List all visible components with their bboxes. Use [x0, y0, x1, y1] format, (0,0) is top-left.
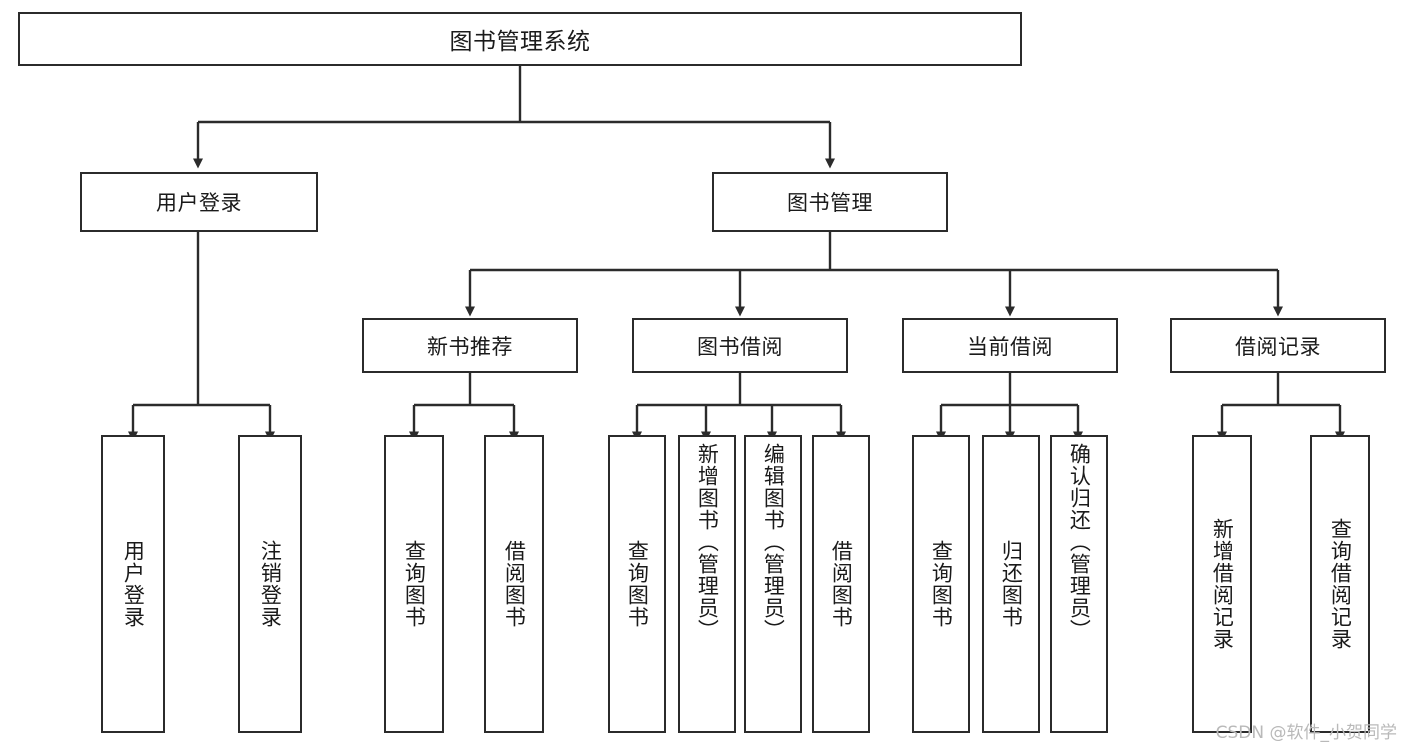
node-book-management[interactable]: 图书管理 [712, 172, 948, 232]
leaf-query-book-borrow[interactable]: 查询图书 [608, 435, 666, 733]
node-label: 图书管理系统 [449, 29, 591, 55]
node-label: 新增借阅记录 [1210, 518, 1235, 650]
node-label: 查询图书 [625, 540, 650, 628]
node-label: 注销登录 [258, 540, 283, 628]
leaf-borrow-book[interactable]: 借阅图书 [812, 435, 870, 733]
leaf-logout[interactable]: 注销登录 [238, 435, 302, 733]
node-current-borrowing[interactable]: 当前借阅 [902, 318, 1118, 373]
leaf-add-book-admin[interactable]: 新增图书（管理员） [678, 435, 736, 733]
leaf-add-borrow-record[interactable]: 新增借阅记录 [1192, 435, 1252, 733]
node-label: 归还图书 [999, 540, 1024, 628]
leaf-query-book-current[interactable]: 查询图书 [912, 435, 970, 733]
node-label: 新增图书（管理员） [695, 443, 720, 641]
node-label: 借阅记录 [1235, 334, 1321, 359]
leaf-user-login[interactable]: 用户登录 [101, 435, 165, 733]
node-user-login[interactable]: 用户登录 [80, 172, 318, 232]
node-label: 用户登录 [156, 191, 242, 215]
leaf-query-book-recommend[interactable]: 查询图书 [384, 435, 444, 733]
node-new-book-recommendation[interactable]: 新书推荐 [362, 318, 578, 373]
node-label: 用户登录 [121, 540, 146, 628]
csdn-watermark: CSDN @软件_小贺同学 [1215, 723, 1397, 743]
node-label: 当前借阅 [967, 334, 1053, 359]
node-borrowing-records[interactable]: 借阅记录 [1170, 318, 1386, 373]
node-label: 查询图书 [929, 540, 954, 628]
node-label: 编辑图书（管理员） [761, 443, 786, 641]
leaf-return-book[interactable]: 归还图书 [982, 435, 1040, 733]
node-book-borrowing[interactable]: 图书借阅 [632, 318, 848, 373]
node-label: 查询图书 [402, 540, 427, 628]
leaf-confirm-return-admin[interactable]: 确认归还（管理员） [1050, 435, 1108, 733]
node-label: 图书借阅 [697, 334, 783, 359]
node-label: 借阅图书 [829, 540, 854, 628]
leaf-borrow-book-recommend[interactable]: 借阅图书 [484, 435, 544, 733]
node-book-management-system[interactable]: 图书管理系统 [18, 12, 1022, 66]
node-label: 新书推荐 [427, 334, 513, 359]
leaf-edit-book-admin[interactable]: 编辑图书（管理员） [744, 435, 802, 733]
node-label: 查询借阅记录 [1328, 518, 1353, 650]
node-label: 图书管理 [787, 191, 873, 215]
node-label: 确认归还（管理员） [1067, 443, 1092, 641]
node-label: 借阅图书 [502, 540, 527, 628]
leaf-query-borrow-record[interactable]: 查询借阅记录 [1310, 435, 1370, 733]
